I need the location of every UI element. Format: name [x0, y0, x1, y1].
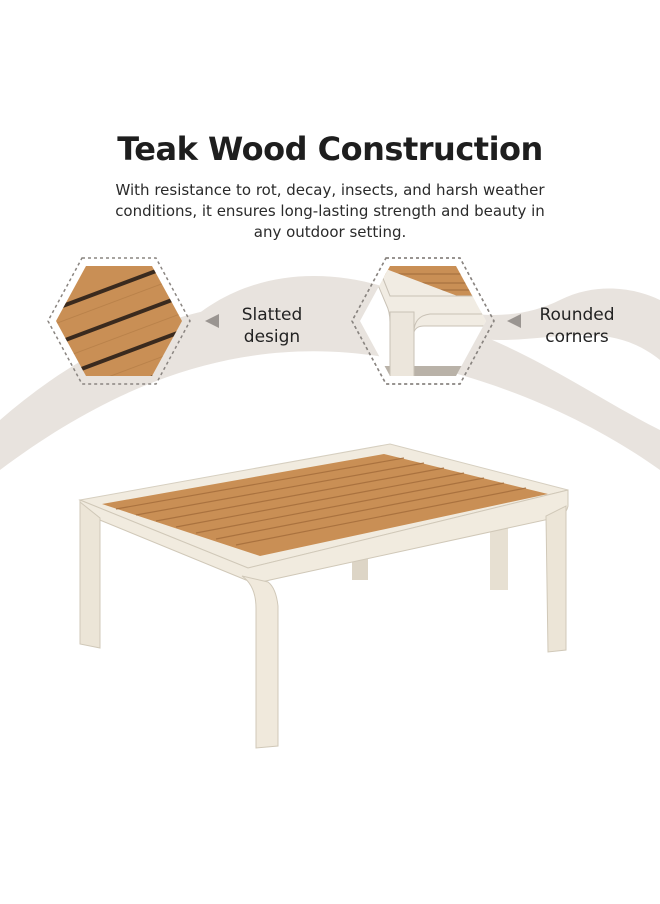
- pointer-left-icon: [507, 314, 521, 328]
- feature-rounded-line1: Rounded: [539, 305, 615, 325]
- feature-rounded-line2: corners: [545, 327, 609, 347]
- pointer-left-icon: [205, 314, 219, 328]
- rounded-corner-hexagon-icon: [351, 257, 495, 385]
- page-title: Teak Wood Construction: [117, 130, 543, 168]
- feature-slatted-line1: Slatted: [241, 305, 303, 325]
- page-description: With resistance to rot, decay, insects, …: [115, 181, 545, 241]
- slatted-wood-hexagon-icon: [47, 257, 191, 385]
- feature-slatted-line2: design: [243, 327, 301, 347]
- teak-coffee-table-image: [78, 443, 569, 749]
- feature-rounded-label: Rounded corners: [534, 304, 620, 348]
- feature-slatted-label: Slatted design: [236, 304, 308, 348]
